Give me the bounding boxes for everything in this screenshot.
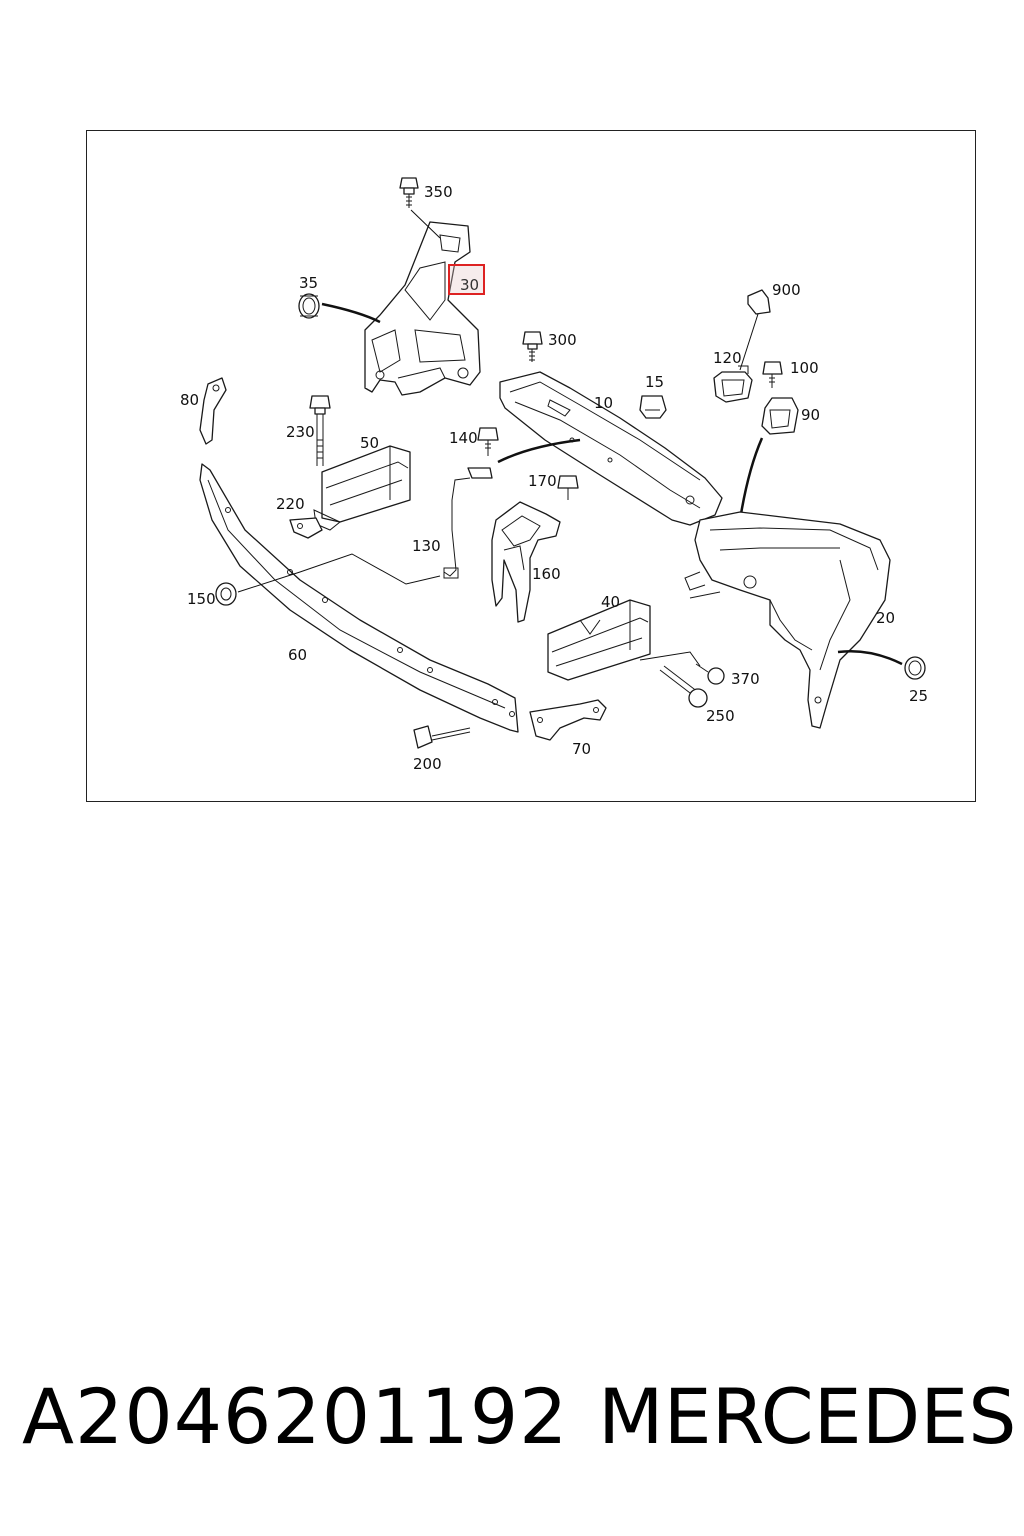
leader-140 (497, 438, 581, 464)
part-35-clip[interactable] (298, 293, 320, 319)
part-20-frame[interactable] (684, 511, 891, 729)
part-70-bracket[interactable] (529, 699, 607, 741)
diagram-frame (86, 130, 976, 802)
part-220-plate[interactable] (289, 517, 323, 539)
callout-120[interactable]: 120 (713, 349, 742, 367)
part-40-crashbox[interactable] (547, 599, 651, 681)
callout-30[interactable]: 30 (460, 276, 479, 294)
parts-diagram: 350 30 35 900 300 120 100 15 10 90 80 23… (180, 177, 928, 773)
callout-300[interactable]: 300 (548, 331, 577, 349)
callout-30-highlight (448, 264, 485, 295)
callout-370[interactable]: 370 (731, 670, 760, 688)
part-160-bracket[interactable] (491, 501, 561, 623)
part-170-bolt[interactable] (557, 475, 579, 500)
part-50-crashbox[interactable] (313, 445, 411, 531)
part-25-clip[interactable] (904, 656, 926, 680)
callout-25[interactable]: 25 (909, 687, 928, 705)
leader-350 (410, 209, 441, 239)
callout-35[interactable]: 35 (299, 274, 318, 292)
callout-100[interactable]: 100 (790, 359, 819, 377)
callout-250[interactable]: 250 (706, 707, 735, 725)
part-230-bolt[interactable] (309, 395, 331, 466)
part-150-nut[interactable] (215, 582, 237, 606)
part-130-rod[interactable] (443, 467, 493, 579)
part-60-beam[interactable] (199, 463, 519, 733)
brand-name: MERCEDES (598, 1372, 1017, 1461)
part-80-bracket[interactable] (199, 377, 227, 445)
callout-50[interactable]: 50 (360, 434, 379, 452)
leader-25 (837, 649, 903, 666)
callout-160[interactable]: 160 (532, 565, 561, 583)
part-30-bracket[interactable] (364, 221, 481, 396)
callout-150[interactable]: 150 (187, 590, 216, 608)
callout-10[interactable]: 10 (594, 394, 613, 412)
part-120-latch[interactable] (713, 365, 753, 403)
part-350-bolt[interactable] (399, 177, 419, 208)
leader-370 (639, 651, 701, 667)
leader-150 (237, 553, 441, 593)
callout-200[interactable]: 200 (413, 755, 442, 773)
callout-40[interactable]: 40 (601, 593, 620, 611)
part-number: A2046201192 (22, 1372, 569, 1461)
callout-15[interactable]: 15 (645, 373, 664, 391)
callout-130[interactable]: 130 (412, 537, 441, 555)
part-900-label[interactable] (747, 289, 771, 315)
part-10-crossmember[interactable] (499, 371, 723, 526)
part-100-bolt[interactable] (762, 361, 783, 388)
leader-90 (738, 437, 764, 521)
callout-60[interactable]: 60 (288, 646, 307, 664)
callout-170[interactable]: 170 (528, 472, 557, 490)
part-90-latch[interactable] (761, 397, 799, 435)
footer: A2046201192 MERCEDES (0, 1372, 1024, 1472)
part-300-bolt[interactable] (522, 331, 543, 362)
part-370-bolt[interactable] (695, 663, 725, 685)
callout-350[interactable]: 350 (424, 183, 453, 201)
part-140-bolt[interactable] (477, 427, 499, 456)
callout-900[interactable]: 900 (772, 281, 801, 299)
callout-80[interactable]: 80 (180, 391, 199, 409)
callout-70[interactable]: 70 (572, 740, 591, 758)
leader-35 (321, 302, 381, 324)
callout-230[interactable]: 230 (286, 423, 315, 441)
part-200-bolt[interactable] (413, 725, 471, 749)
callout-220[interactable]: 220 (276, 495, 305, 513)
callout-20[interactable]: 20 (876, 609, 895, 627)
leader-900 (739, 313, 759, 371)
callout-90[interactable]: 90 (801, 406, 820, 424)
part-250-bolt[interactable] (659, 665, 708, 708)
part-15-cap[interactable] (639, 395, 667, 419)
callout-140[interactable]: 140 (449, 429, 478, 447)
